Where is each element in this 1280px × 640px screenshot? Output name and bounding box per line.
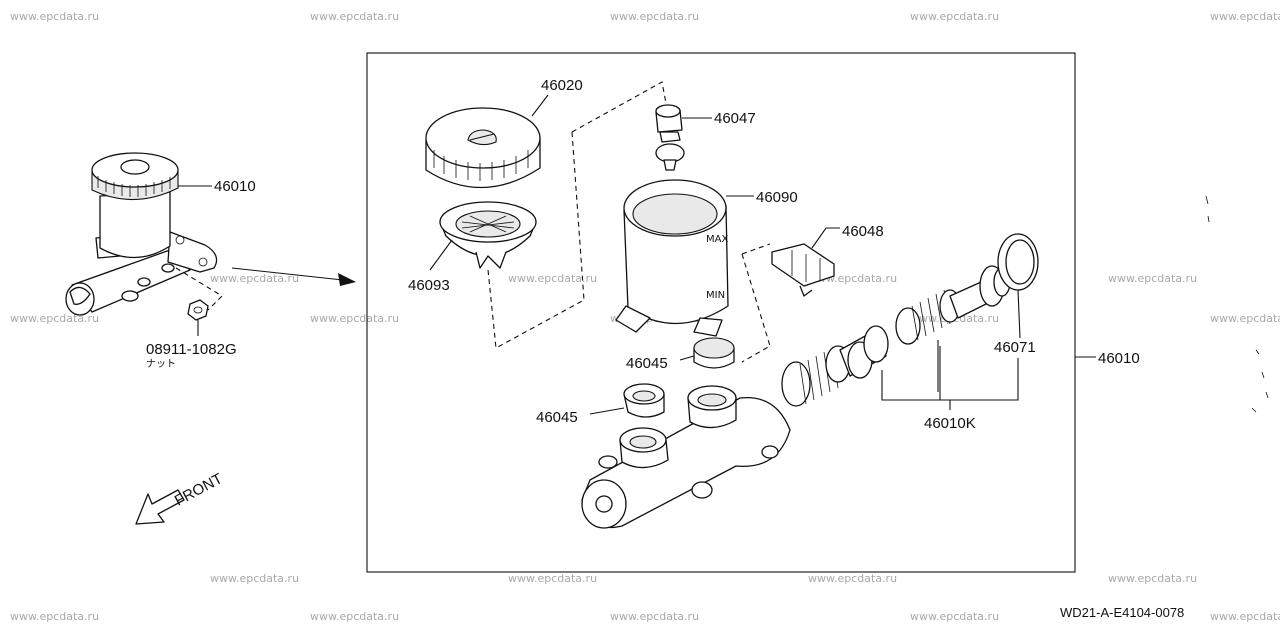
watermark: www.epcdata.ru bbox=[910, 610, 999, 623]
watermark: www.epcdata.ru bbox=[808, 572, 897, 585]
leader-line bbox=[429, 239, 453, 271]
explode-arrow bbox=[231, 267, 356, 286]
watermark: www.epcdata.ru bbox=[1210, 10, 1280, 23]
watermark: www.epcdata.ru bbox=[210, 272, 299, 285]
leader-line bbox=[1017, 289, 1021, 339]
part-label-46047: 46047 bbox=[714, 110, 756, 127]
reservoir-cap bbox=[425, 107, 541, 189]
watermark: www.epcdata.ru bbox=[910, 10, 999, 23]
part-label-46071: 46071 bbox=[994, 339, 1036, 356]
watermark: www.epcdata.ru bbox=[1210, 312, 1280, 325]
part-label-46045-lower: 46045 bbox=[536, 409, 578, 426]
part-label-46093: 46093 bbox=[408, 277, 450, 294]
watermark: www.epcdata.ru bbox=[310, 312, 399, 325]
watermark: www.epcdata.ru bbox=[310, 610, 399, 623]
part-label-46048: 46048 bbox=[842, 223, 884, 240]
assembly-guide bbox=[571, 81, 669, 133]
leader-line bbox=[531, 94, 549, 117]
assembled-master-cylinder bbox=[65, 152, 218, 316]
watermark: www.epcdata.ru bbox=[10, 610, 99, 623]
part-label-nut: 08911-1082G bbox=[146, 341, 237, 358]
watermark: www.epcdata.ru bbox=[310, 10, 399, 23]
watermark: www.epcdata.ru bbox=[1108, 572, 1197, 585]
assembly-guide bbox=[487, 131, 585, 349]
part-label-46010-left: 46010 bbox=[214, 178, 256, 195]
connector bbox=[771, 243, 835, 297]
watermark: www.epcdata.ru bbox=[610, 10, 699, 23]
secondary-piston bbox=[949, 265, 1011, 319]
scan-marks bbox=[1205, 195, 1269, 413]
part-label-46010-right: 46010 bbox=[1098, 350, 1140, 367]
leader-line bbox=[679, 355, 695, 361]
assembly-guide bbox=[741, 253, 771, 363]
leader-line bbox=[811, 227, 840, 249]
watermark-layer: www.epcdata.ru www.epcdata.ru www.epcdat… bbox=[10, 10, 1280, 623]
watermark: www.epcdata.ru bbox=[10, 10, 99, 23]
part-label-46090: 46090 bbox=[756, 189, 798, 206]
svg-text:MIN: MIN bbox=[706, 290, 725, 301]
svg-text:MAX: MAX bbox=[706, 234, 728, 245]
watermark: www.epcdata.ru bbox=[210, 572, 299, 585]
primary-piston bbox=[839, 325, 889, 379]
part-label-46010K: 46010K bbox=[924, 415, 976, 432]
return-spring bbox=[781, 345, 851, 407]
front-direction-arrow-icon bbox=[135, 489, 185, 525]
part-label-46045-upper: 46045 bbox=[626, 355, 668, 372]
watermark: www.epcdata.ru bbox=[1210, 610, 1280, 623]
cap-bolt bbox=[655, 104, 685, 171]
master-cylinder-body bbox=[581, 385, 791, 529]
watermark: www.epcdata.ru bbox=[508, 572, 597, 585]
exploded-view-frame bbox=[366, 52, 1076, 573]
nut-icon bbox=[175, 267, 223, 336]
front-label: FRONT bbox=[172, 470, 226, 509]
grommet-upper bbox=[693, 337, 735, 369]
assembly-guide bbox=[741, 243, 771, 255]
watermark: www.epcdata.ru bbox=[1108, 272, 1197, 285]
strainer bbox=[439, 201, 537, 269]
reservoir-tank: MAX MIN bbox=[615, 179, 729, 337]
watermark: www.epcdata.ru bbox=[610, 610, 699, 623]
watermark: www.epcdata.ru bbox=[508, 272, 597, 285]
grommet-lower bbox=[623, 383, 665, 418]
part-label-46020: 46020 bbox=[541, 77, 583, 94]
part-note-nut: ナット bbox=[146, 358, 176, 370]
leader-line bbox=[589, 407, 625, 415]
piston-seal-ring bbox=[997, 233, 1039, 291]
diagram-code: WD21-A-E4104-0078 bbox=[1060, 605, 1184, 620]
